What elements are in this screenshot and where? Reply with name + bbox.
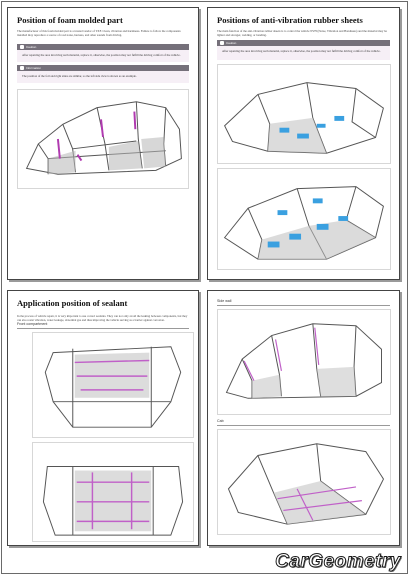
- caution-bar: Caution: [17, 44, 189, 50]
- caution-bar: Caution: [217, 40, 390, 46]
- sealant-figure-front: [32, 332, 194, 438]
- car-body-side-illustration: [25, 101, 182, 175]
- side-wall-illustration: [225, 323, 382, 399]
- page-anti-vibration-rubber: Positions of anti-vibration rubber sheet…: [207, 7, 400, 280]
- body-frame-figure: [17, 89, 189, 189]
- information-body: The position of the foil and right sides…: [17, 71, 189, 83]
- information-label: Information: [26, 66, 42, 70]
- underbody-illustration: [42, 466, 184, 536]
- page-title: Positions of anti-vibration rubber sheet…: [217, 15, 363, 25]
- caution-icon: [220, 41, 224, 45]
- cargeometry-logo: CarGeometry: [275, 551, 401, 573]
- caution-body: After repairing the area involving such …: [217, 46, 390, 60]
- cab-figure: [217, 429, 391, 535]
- caution-label: Caution: [226, 41, 237, 45]
- section-label: Front compartment: [17, 322, 48, 326]
- page-sealant-side-cab: Side wall Cab: [207, 290, 400, 546]
- car-floor-illustration: [223, 186, 384, 260]
- page-sealant-application: Application position of sealant In the p…: [7, 290, 199, 546]
- intro-paragraph: The manufacturer of this foam molded par…: [17, 29, 181, 37]
- rubber-sheet-figure-bottom: [217, 168, 391, 270]
- section-rule: [17, 328, 189, 329]
- side-wall-rule: [217, 305, 390, 306]
- info-icon: [20, 66, 24, 70]
- front-compartment-illustration: [44, 346, 182, 428]
- caution-icon: [20, 45, 24, 49]
- information-bar: Information: [17, 65, 189, 71]
- page-title: Application position of sealant: [17, 298, 128, 308]
- side-wall-label: Side wall: [217, 299, 232, 303]
- page-title: Position of foam molded part: [17, 15, 123, 25]
- cab-label: Cab: [217, 419, 224, 423]
- sealant-figure-rear: [32, 442, 194, 542]
- caution-body: After repairing the area involving such …: [17, 50, 189, 62]
- car-body-top-illustration: [224, 82, 384, 154]
- cab-illustration: [227, 443, 385, 525]
- rubber-sheet-figure-top: [217, 64, 391, 164]
- caution-label: Caution: [26, 45, 37, 49]
- intro-paragraph: The main function of the anti-vibration …: [217, 29, 387, 37]
- side-wall-figure: [217, 309, 391, 415]
- page-foam-molded-part: Position of foam molded part The manufac…: [7, 7, 199, 280]
- intro-paragraph: In the process of vehicle repair, it is …: [17, 314, 188, 322]
- cab-rule: [217, 425, 390, 426]
